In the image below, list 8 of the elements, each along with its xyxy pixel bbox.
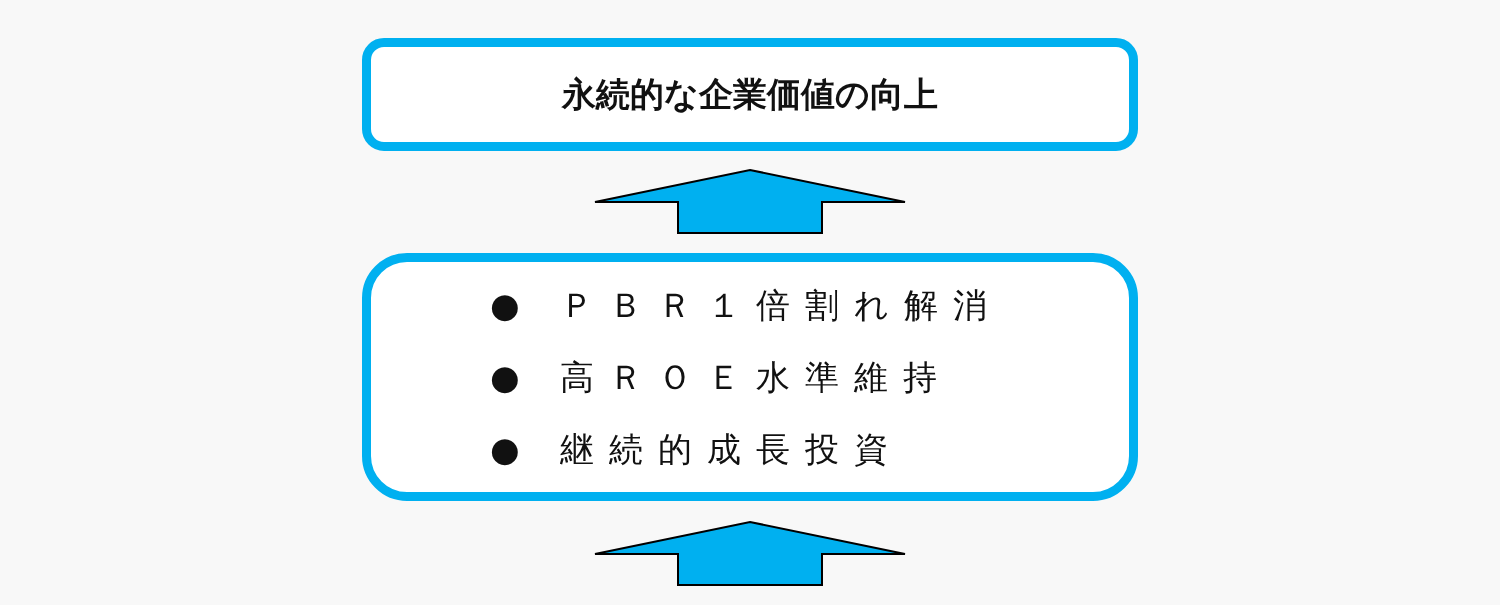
goal-box <box>362 38 1138 151</box>
list-item: ● 継続的成長投資 <box>490 428 905 471</box>
block-arrow <box>594 520 906 586</box>
list-item: ● ＰＢＲ１倍割れ解消 <box>490 284 1004 327</box>
block-arrow <box>594 168 906 234</box>
list-box <box>362 253 1138 501</box>
goal-text: 永続的な企業価値の向上 <box>562 72 938 116</box>
list-item: ● 高ＲＯＥ水準維持 <box>490 356 954 399</box>
